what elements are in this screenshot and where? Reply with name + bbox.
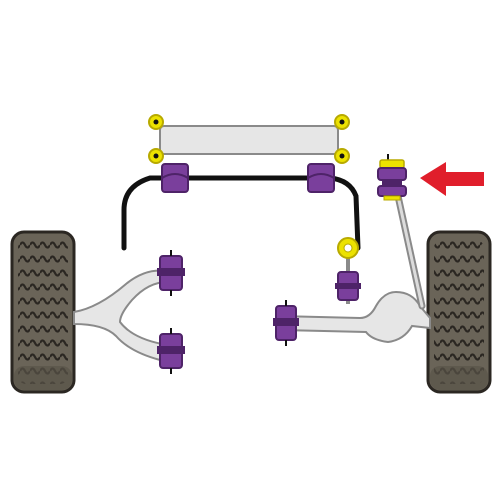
yellow-bush <box>148 148 164 164</box>
red-arrow-icon <box>420 162 484 196</box>
right-tire-tread <box>434 240 484 384</box>
yellow-bush <box>334 148 350 164</box>
drop-link-rod-highlight <box>396 194 424 308</box>
purple-bush-arb-left <box>161 163 189 193</box>
drop-link-upper-bush <box>377 154 407 201</box>
purple-bush-arm-right <box>273 300 299 346</box>
subframe-bar <box>159 125 339 155</box>
right-lower-arm <box>276 290 431 344</box>
purple-bush-arb-right <box>307 163 335 193</box>
anti-roll-bar <box>121 175 361 251</box>
yellow-ring-bush <box>337 237 359 259</box>
left-tire-shadow <box>14 366 72 390</box>
purple-bush-arb-link <box>335 271 361 301</box>
purple-bush-arm-rear-left <box>157 328 185 374</box>
right-wheel <box>426 230 492 394</box>
subframe <box>149 121 349 159</box>
right-tire-shadow <box>430 366 488 390</box>
yellow-bush <box>148 114 164 130</box>
drop-link <box>394 192 426 310</box>
left-tire-tread <box>18 240 68 384</box>
purple-bush-arm-front-left <box>157 250 185 296</box>
yellow-bush <box>334 114 350 130</box>
left-wheel <box>10 230 76 394</box>
